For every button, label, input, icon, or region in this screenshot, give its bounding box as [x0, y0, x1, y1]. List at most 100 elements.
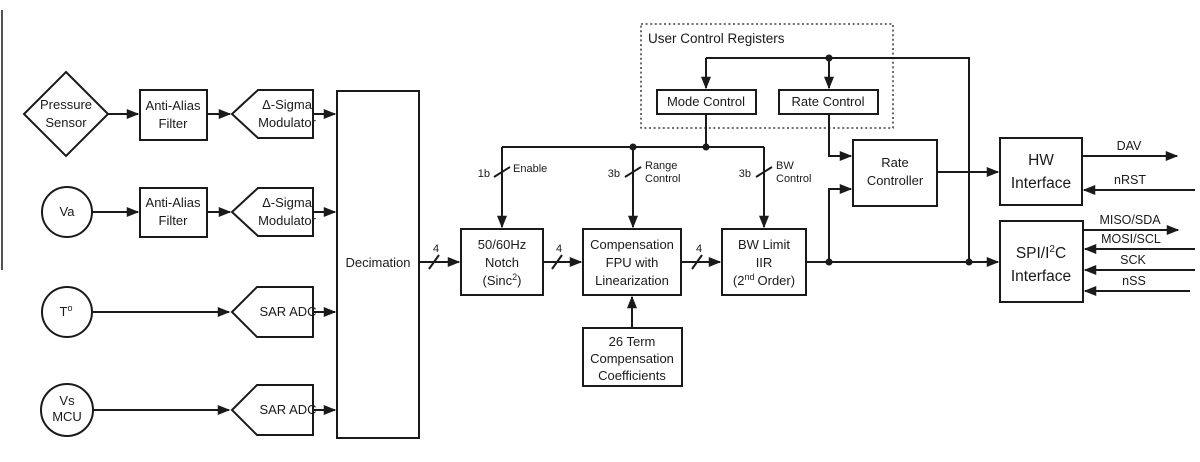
bw-limit-label-3: (2nd Order): [733, 272, 795, 288]
notch-label-1: 50/60Hz: [478, 237, 526, 252]
junction-dot-range: [629, 143, 637, 151]
source-vs-mcu: Vs MCU: [40, 383, 94, 437]
junction-dot-registers: [825, 54, 833, 62]
sar-adc-1-label: SAR ADC: [259, 304, 316, 319]
block-rate-control: Rate Control: [778, 89, 879, 115]
rate-control-label: Rate Control: [792, 94, 865, 109]
user-control-registers-title: User Control Registers: [648, 31, 785, 46]
enable-width-label: 1b: [478, 168, 490, 180]
wire-ratecontrol-to-ratecontroller: [828, 114, 853, 161]
bw-width-slash: [755, 166, 773, 178]
bw-signal-label-2: Control: [776, 173, 811, 185]
block-delta-sigma-modulator-2: Δ-Sigma Modulator: [230, 187, 317, 237]
vs-mcu-label-1: Vs: [59, 393, 75, 408]
enable-signal-label: Enable: [513, 163, 547, 175]
coefficients-label-3: Coefficients: [598, 368, 666, 383]
sck-signal-label: SCK: [1120, 253, 1146, 267]
spi-label-pre: SPI/I: [1016, 245, 1050, 262]
nss-signal-label: nSS: [1122, 274, 1146, 288]
compensation-fpu-box: [582, 228, 682, 296]
anti-alias-filter-1-label-1: Anti-Alias: [146, 98, 201, 113]
block-sar-adc-2: SAR ADC: [230, 384, 317, 436]
temperature-label-sup: o: [67, 303, 72, 313]
block-hw-interface: HW Interface: [999, 137, 1083, 206]
wire-bus-to-ratecontroller: [828, 184, 853, 262]
bw-width-label: 3b: [739, 168, 751, 180]
spi-label-sup: 2: [1049, 244, 1055, 255]
block-decimation: Decimation: [336, 90, 420, 439]
pressure-sensor-label-1: Pressure: [40, 97, 92, 112]
hw-interface-label-1: HW: [1028, 152, 1054, 169]
compensation-fpu-label-1: Compensation: [590, 237, 674, 252]
anti-alias-filter-2-label-1: Anti-Alias: [146, 195, 201, 210]
wire-bus-to-registers: [706, 57, 970, 262]
spi-i2c-interface-box: [999, 220, 1084, 303]
bw-limit-label-2: IIR: [756, 255, 773, 270]
range-width-label: 3b: [608, 168, 620, 180]
block-compensation-fpu: Compensation FPU with Linearization: [582, 228, 682, 296]
dav-signal-label: DAV: [1117, 139, 1142, 153]
anti-alias-filter-1-label-2: Filter: [159, 116, 189, 131]
rate-controller-box: [852, 139, 938, 207]
range-signal-label-2: Control: [645, 173, 680, 185]
group-user-control-registers: User Control Registers Mode Control Rate…: [640, 23, 894, 129]
source-pressure-sensor: Pressure Sensor: [22, 70, 110, 158]
decimation-label: Decimation: [345, 255, 410, 270]
decimation-box: [336, 90, 420, 439]
bw-signal-label-1: BW: [776, 160, 794, 172]
bw-limit-label-1: BW Limit: [738, 237, 790, 252]
block-anti-alias-filter-2: Anti-Alias Filter: [139, 187, 208, 238]
source-temperature: To: [41, 286, 93, 338]
bus-width-label-3: 4: [696, 243, 702, 255]
notch-label-3-pre: (Sinc: [483, 273, 513, 288]
nrst-signal-label: nRST: [1114, 173, 1146, 187]
bus-width-slash-3: [691, 254, 703, 270]
bus-width-slash-2: [551, 254, 563, 270]
coefficients-label-1: 26 Term: [609, 334, 656, 349]
spi-i2c-interface-label-2: Interface: [1011, 268, 1071, 285]
junction-dot-bus-rate: [825, 258, 833, 266]
source-va: Va: [41, 186, 93, 238]
block-delta-sigma-modulator-1: Δ-Sigma Modulator: [230, 89, 317, 139]
anti-alias-filter-2-box: [139, 187, 208, 238]
mode-control-label: Mode Control: [667, 94, 745, 109]
range-signal-label-1: Range: [645, 160, 677, 172]
compensation-fpu-label-2: FPU with: [606, 255, 659, 270]
block-rate-controller: Rate Controller: [852, 139, 938, 207]
block-sar-adc-1: SAR ADC: [230, 286, 317, 338]
bw-limit-box: [721, 228, 807, 296]
user-control-registers-dotted-box: [640, 23, 894, 129]
rate-controller-label-2: Controller: [867, 173, 924, 188]
spi-label-post: C: [1055, 245, 1066, 262]
coefficients-label-2: Compensation: [590, 351, 674, 366]
miso-sda-signal-label: MISO/SDA: [1099, 213, 1161, 227]
compensation-fpu-label-3: Linearization: [595, 273, 669, 288]
block-spi-i2c-interface: SPI/I2C Interface: [999, 220, 1084, 303]
mosi-scl-signal-label: MOSI/SCL: [1101, 232, 1161, 246]
notch-label-3-post: ): [517, 273, 521, 288]
hw-interface-box: [999, 137, 1083, 206]
junction-dot-bus-registers: [965, 258, 973, 266]
bus-width-label-1: 4: [433, 243, 439, 255]
bw-limit-label-3-pre: (2: [733, 273, 745, 288]
delta-sigma-modulator-2-label-1: Δ-Sigma: [262, 195, 313, 210]
block-notch-filter: 50/60Hz Notch (Sinc2): [460, 228, 544, 296]
temperature-label: To: [60, 303, 73, 319]
bw-limit-label-3-post: Order): [758, 273, 796, 288]
sar-adc-2-label: SAR ADC: [259, 402, 316, 417]
vs-mcu-label-2: MCU: [52, 409, 82, 424]
hw-interface-label-2: Interface: [1011, 175, 1071, 192]
block-bw-limit-iir: BW Limit IIR (2nd Order): [721, 228, 807, 296]
block-mode-control: Mode Control: [656, 89, 757, 115]
mode-control-box: [656, 89, 757, 115]
spi-i2c-interface-label-1: SPI/I2C: [1016, 244, 1066, 262]
bus-width-slash-1: [428, 254, 440, 270]
pressure-sensor-diamond: [22, 70, 110, 158]
bus-width-label-2: 4: [556, 243, 562, 255]
range-width-slash: [624, 166, 642, 178]
rate-controller-label-1: Rate: [881, 155, 908, 170]
bw-limit-label-3-sup: nd: [744, 272, 754, 282]
block-anti-alias-filter-1: Anti-Alias Filter: [139, 89, 208, 141]
anti-alias-filter-2-label-2: Filter: [159, 213, 189, 228]
